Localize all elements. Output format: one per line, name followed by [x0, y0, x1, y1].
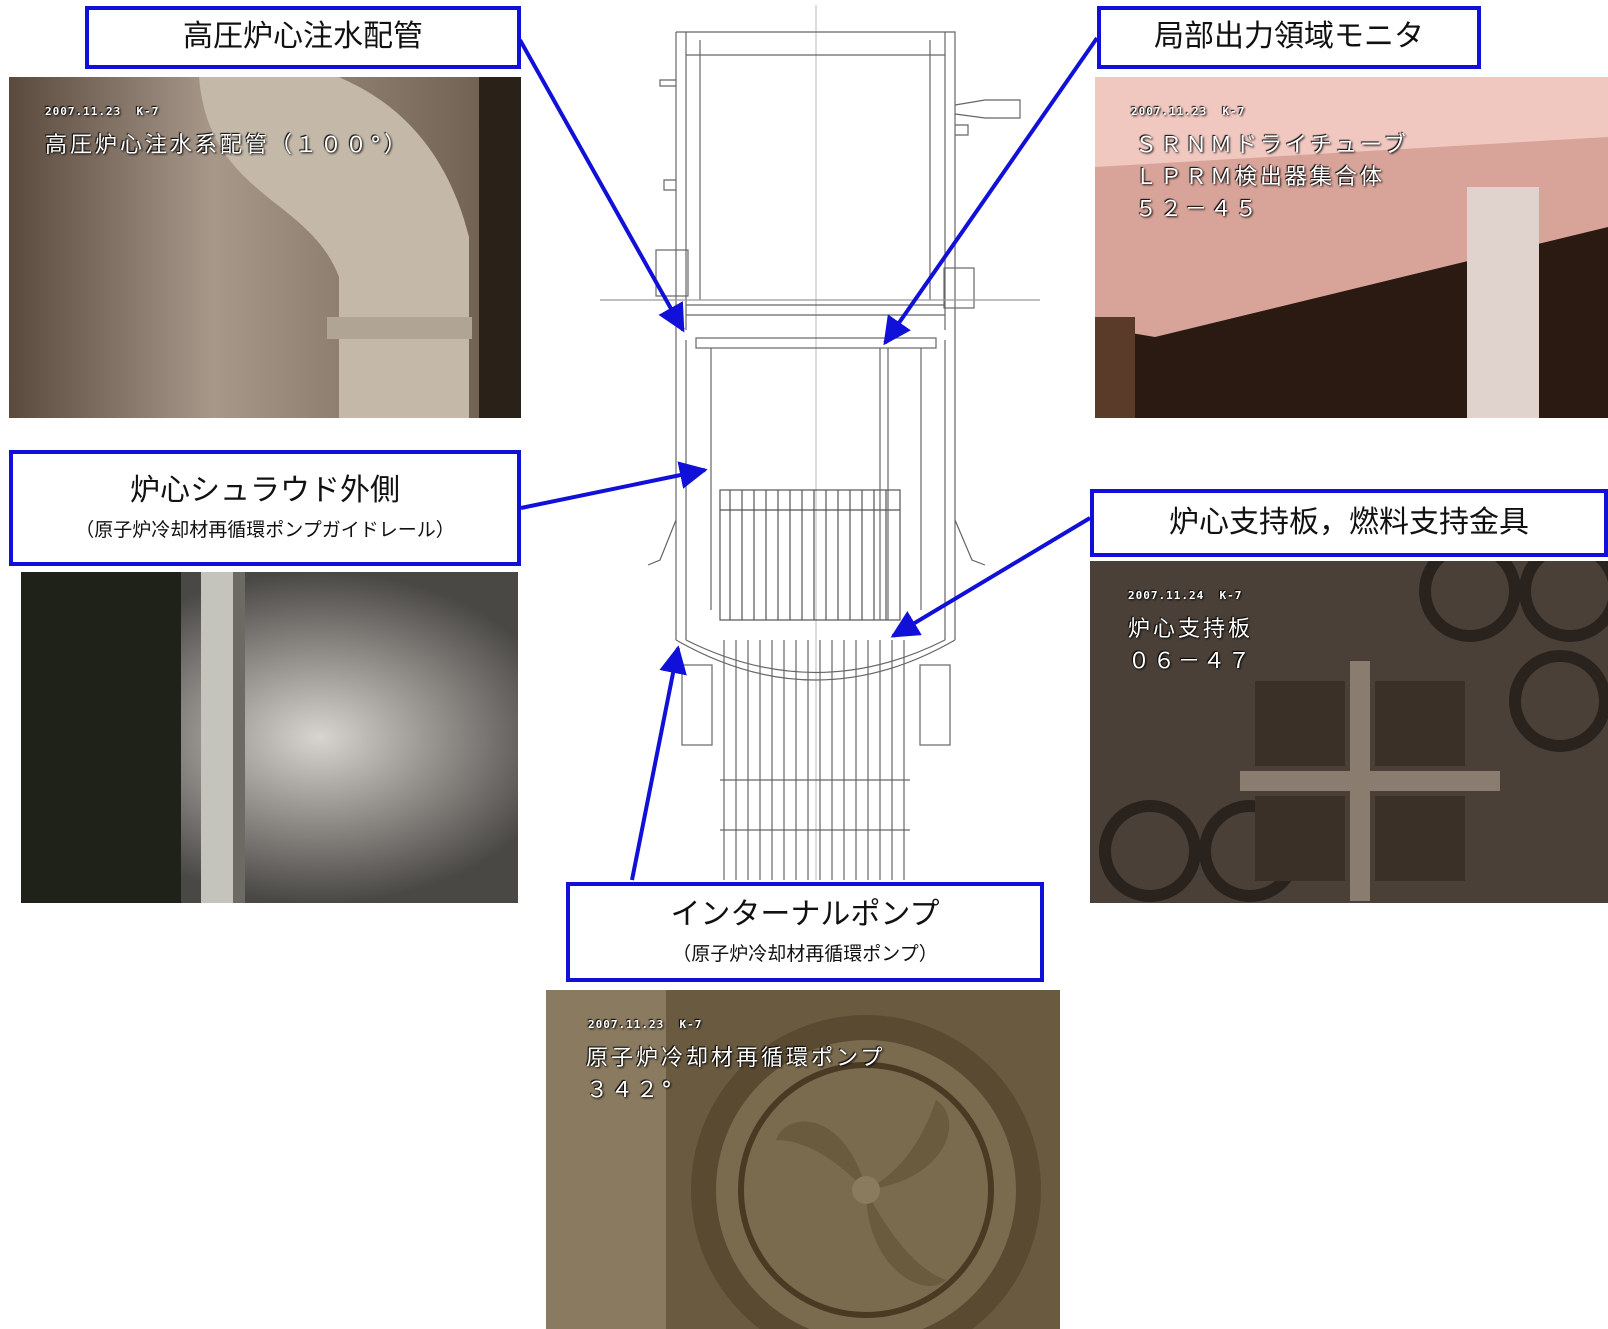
callout-title: 炉心シュラウド外側 [130, 473, 400, 509]
photo-date-stamp: 2007.11.23 K-7 [1131, 105, 1246, 118]
callout-subtitle: （原子炉冷却材再循環ポンプガイドレール） [75, 518, 455, 541]
photo-date-stamp: 2007.11.23 K-7 [45, 105, 160, 118]
arrow-hpcf [518, 39, 685, 333]
callout-title: 局部出力領域モニタ [1154, 19, 1424, 55]
photo-caption-line: 高圧炉心注水系配管（１００°） [45, 133, 410, 158]
callout-title: インターナルポンプ [670, 897, 940, 933]
callout-internal-pump: インターナルポンプ （原子炉冷却材再循環ポンプ） [566, 882, 1044, 982]
photo-caption-line: ＳＲＮＭドライチューブ [1135, 133, 1409, 158]
reactor-vessel-outline [600, 5, 1040, 880]
photo-caption-line: 原子炉冷却材再循環ポンプ [586, 1046, 886, 1071]
control-rod-drives [720, 640, 910, 880]
photo-caption-line: ０６－４７ [1128, 649, 1254, 674]
photo-caption-line: 炉心支持板 [1128, 617, 1254, 642]
arrow-core-support [890, 516, 1092, 638]
callout-hpcf-piping: 高圧炉心注水配管 [85, 6, 521, 69]
photo-internal-pump: 2007.11.23 K-7 原子炉冷却材再循環ポンプ ３４２° [546, 990, 1060, 1329]
fuel-assemblies [719, 489, 901, 621]
photo-caption-line: ３４２° [586, 1078, 676, 1103]
photo-caption-line: ５２－４５ [1135, 197, 1261, 222]
callout-subtitle: （原子炉冷却材再循環ポンプ） [672, 942, 938, 965]
photo-core-support-plate: 2007.11.24 K-7 炉心支持板 ０６－４７ [1090, 561, 1608, 903]
callout-lprm: 局部出力領域モニタ [1097, 6, 1481, 69]
photo-date-stamp: 2007.11.23 K-7 [588, 1018, 703, 1031]
photo-lprm: 2007.11.23 K-7 ＳＲＮＭドライチューブ ＬＰＲＭ検出器集合体 ５２… [1095, 77, 1608, 418]
callout-core-support: 炉心支持板，燃料支持金具 [1090, 489, 1608, 557]
photo-caption-line: ＬＰＲＭ検出器集合体 [1135, 165, 1386, 190]
photo-date-stamp: 2007.11.24 K-7 [1128, 589, 1243, 602]
arrow-lprm [883, 36, 1099, 346]
arrow-shroud [520, 461, 708, 510]
callout-title: 炉心支持板，燃料支持金具 [1169, 504, 1529, 540]
callout-title: 高圧炉心注水配管 [183, 19, 423, 55]
photo-shroud-exterior [21, 572, 518, 903]
photo-hpcf-piping: 2007.11.23 K-7 高圧炉心注水系配管（１００°） [9, 77, 521, 418]
callout-shroud-exterior: 炉心シュラウド外側 （原子炉冷却材再循環ポンプガイドレール） [9, 450, 521, 566]
arrow-internal-pump [630, 645, 687, 881]
